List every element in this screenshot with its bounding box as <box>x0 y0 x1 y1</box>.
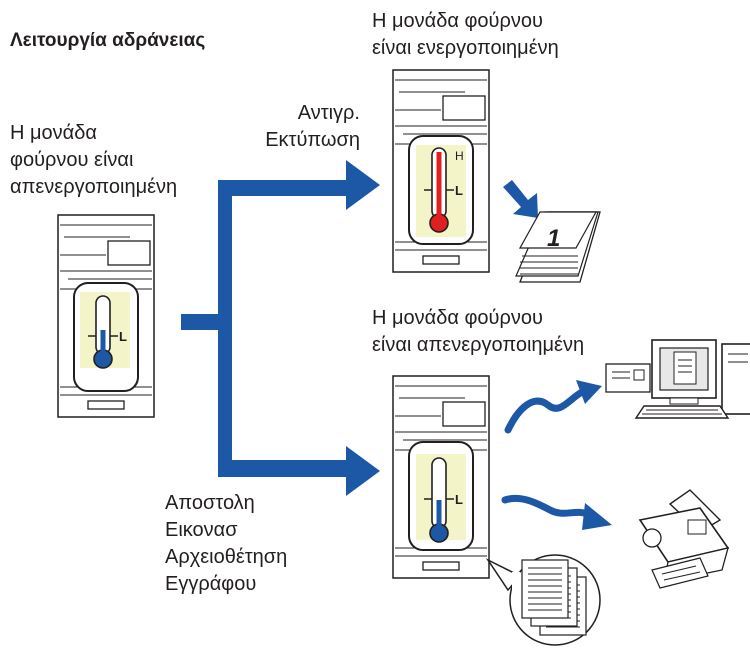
computer-icon <box>605 339 750 419</box>
top-printer-label-line-1: Η μονάδα φούρνου <box>372 10 543 32</box>
copy-print-label-line-1: Αντιγρ. <box>297 102 360 124</box>
bottom-thermo-low-mark: L <box>455 492 463 507</box>
top-thermometer: H L <box>416 145 466 237</box>
left-thermometer: L <box>80 292 130 369</box>
send-file-label-line-1: Αποστολη <box>165 492 255 514</box>
bottom-printer-label: Η μονάδα φούρνου είναι απενεργοποιημένη <box>372 305 584 359</box>
top-printer-label-line-2: είναι ενεργοποιημένη <box>372 37 559 59</box>
document-storage-bubble <box>485 554 601 646</box>
left-printer-label-line-2: φούρνου είναι <box>10 149 134 171</box>
send-file-label-line-2: Εικονασ <box>165 519 238 541</box>
bottom-printer-label-line-2: είναι απενεργοποιημένη <box>372 334 585 356</box>
flow-arrows <box>181 160 612 530</box>
to-fax-arrow <box>501 494 612 530</box>
left-printer-label-line-1: Η μονάδα <box>10 122 97 144</box>
send-file-label-line-4: Εγγράφου <box>165 573 257 595</box>
left-printer-label: Η μονάδα φούρνου είναι απενεργοποιημένη <box>10 120 177 201</box>
output-page-number: 1 <box>547 225 560 252</box>
copy-print-label-line-2: Εκτύπωση <box>265 129 360 151</box>
copy-print-label: Αντιγρ. Εκτύπωση <box>220 100 360 154</box>
send-file-label-line-3: Αρχειοθέτηση <box>165 546 288 568</box>
bottom-thermometer: L <box>416 454 466 543</box>
top-printer-label: Η μονάδα φούρνου είναι ενεργοποιημένη <box>372 8 559 62</box>
to-computer-arrow <box>504 380 602 434</box>
bottom-printer-label-line-1: Η μονάδα φούρνου <box>372 307 543 329</box>
printed-output-stack: 1 <box>515 211 601 283</box>
left-printer-label-line-3: απενεργοποιημένη <box>10 176 178 198</box>
flow-stem <box>181 160 380 496</box>
diagram-title: Λειτουργία αδράνειας <box>10 30 206 51</box>
output-arrow <box>503 180 538 218</box>
top-thermo-low-mark: L <box>455 183 463 198</box>
left-thermo-low-mark: L <box>119 329 127 344</box>
fax-icon <box>638 489 730 589</box>
top-thermo-high-mark: H <box>455 149 464 163</box>
send-file-label: Αποστολη Εικονασ Αρχειοθέτηση Εγγράφου <box>165 490 287 598</box>
